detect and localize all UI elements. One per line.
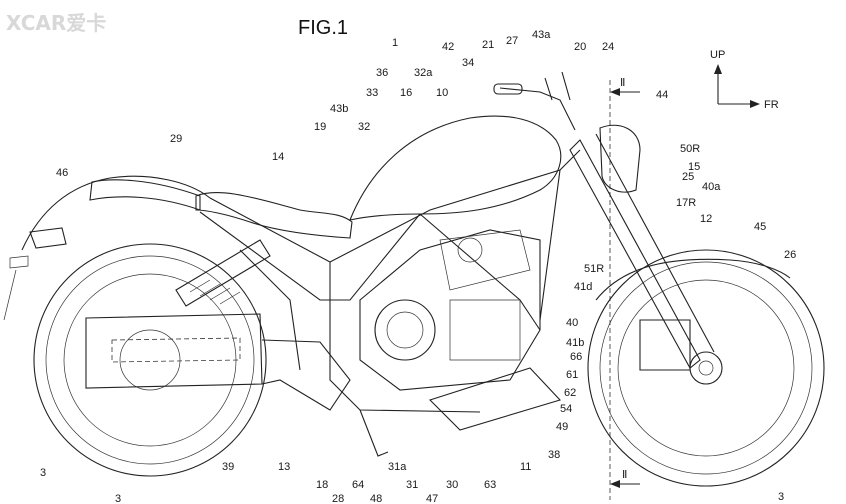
frame	[199, 149, 581, 413]
callout-41b: 41b	[566, 337, 584, 349]
callout-54: 54	[560, 403, 572, 415]
callout-labels: 1 3 3 3 10 11 12 13 14 15 16 17R 18 19 2…	[40, 29, 796, 504]
section-line: Ⅱ Ⅱ	[609, 77, 640, 500]
rear-shock	[175, 239, 271, 307]
forward-arrow-icon	[750, 100, 760, 108]
callout-62: 62	[564, 387, 576, 399]
section-mark-bottom: Ⅱ	[622, 469, 627, 481]
figure-title: FIG.1	[298, 17, 348, 39]
front-wheel	[587, 249, 825, 487]
callout-47: 47	[426, 493, 438, 504]
callout-24: 24	[602, 41, 614, 53]
callout-3-bottom: 3	[115, 493, 121, 504]
callout-66: 66	[570, 351, 582, 363]
callout-18: 18	[316, 479, 328, 491]
seat	[195, 192, 353, 239]
callout-31: 31	[406, 479, 418, 491]
callout-21: 21	[482, 39, 494, 51]
forward-label: FR	[764, 99, 779, 111]
fuel-tank	[349, 115, 562, 221]
up-arrow-icon	[714, 64, 722, 74]
callout-30: 30	[446, 479, 458, 491]
callout-48: 48	[370, 493, 382, 504]
front-fork	[569, 124, 791, 371]
handlebar	[493, 71, 576, 131]
callout-43b: 43b	[330, 103, 348, 115]
callout-43a: 43a	[532, 29, 551, 41]
callout-16: 16	[400, 87, 412, 99]
callout-45: 45	[754, 221, 766, 233]
direction-indicator: UP FR	[710, 49, 779, 111]
callout-64: 64	[352, 479, 364, 491]
callout-26: 26	[784, 249, 796, 261]
exhaust	[85, 313, 562, 431]
side-stand	[359, 409, 389, 457]
callout-61: 61	[566, 369, 578, 381]
callout-51r: 51R	[584, 263, 604, 275]
callout-40: 40	[566, 317, 578, 329]
callout-63: 63	[484, 479, 496, 491]
callout-29: 29	[170, 133, 182, 145]
watermark-logo: XCAR爱卡	[6, 11, 106, 35]
callout-13: 13	[278, 461, 290, 473]
callout-3-right: 3	[778, 491, 784, 503]
callout-36: 36	[376, 67, 388, 79]
callout-11: 11	[520, 461, 531, 473]
callout-38: 38	[548, 449, 560, 461]
section-mark-top: Ⅱ	[620, 77, 625, 89]
callout-14: 14	[272, 151, 284, 163]
callout-40a: 40a	[702, 181, 721, 193]
callout-32a: 32a	[414, 67, 433, 79]
callout-50r: 50R	[680, 143, 700, 155]
callout-19: 19	[314, 121, 326, 133]
callout-33: 33	[366, 87, 378, 99]
callout-32: 32	[358, 121, 370, 133]
callout-27: 27	[506, 35, 518, 47]
callout-49: 49	[556, 421, 568, 433]
callout-39: 39	[222, 461, 234, 473]
callout-3-left: 3	[40, 467, 46, 479]
callout-28: 28	[332, 493, 344, 504]
callout-20: 20	[574, 41, 586, 53]
callout-31a: 31a	[388, 461, 407, 473]
callout-41d: 41d	[574, 281, 592, 293]
callout-34: 34	[462, 57, 474, 69]
callout-15: 15	[688, 161, 700, 173]
callout-1: 1	[392, 37, 398, 49]
callout-46: 46	[56, 167, 68, 179]
engine	[359, 229, 541, 391]
callout-42: 42	[442, 41, 454, 53]
up-label: UP	[710, 49, 725, 61]
callout-25: 25	[682, 171, 694, 183]
callout-44: 44	[656, 89, 668, 101]
callout-12: 12	[700, 213, 712, 225]
callout-17r: 17R	[676, 197, 696, 209]
callout-10: 10	[436, 87, 448, 99]
